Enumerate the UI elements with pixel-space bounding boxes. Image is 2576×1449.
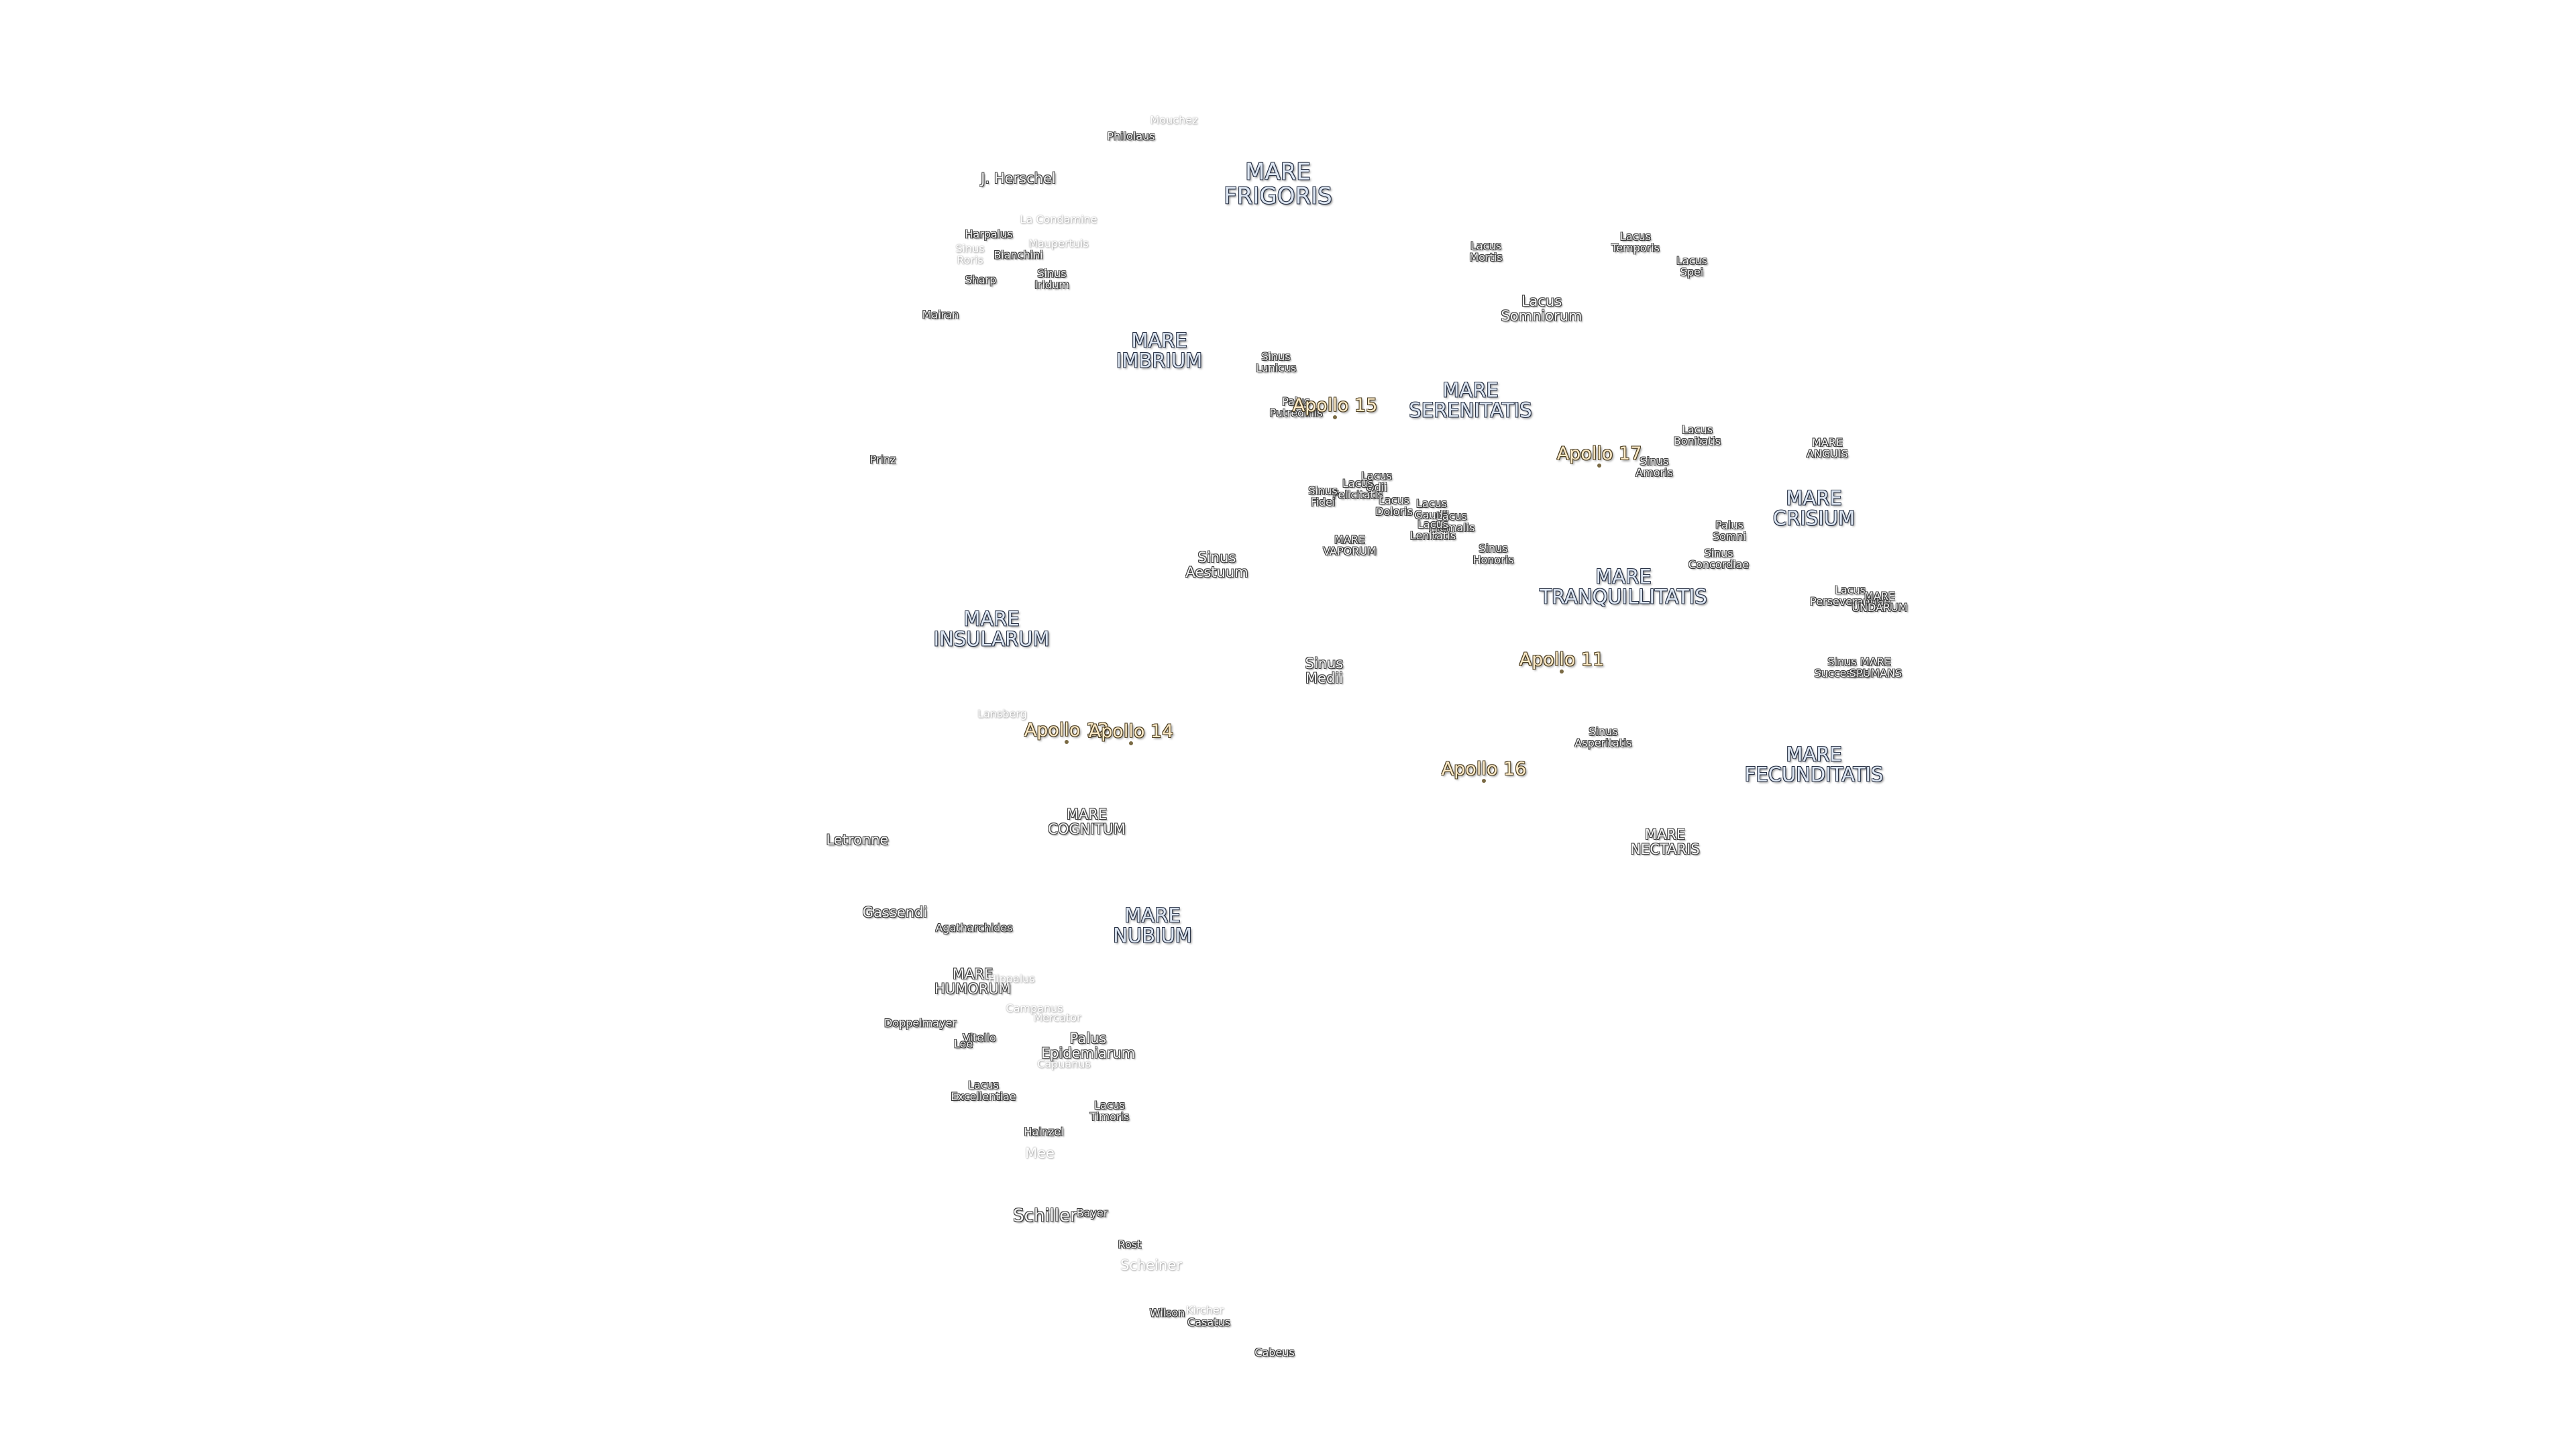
label-mare-nectaris[interactable]: MARE NECTARIS xyxy=(1630,826,1700,857)
label-apollo-16[interactable]: Apollo 16 xyxy=(1441,758,1527,780)
label-mercator[interactable]: Mercator xyxy=(1033,1011,1081,1024)
label-sinus-successus[interactable]: Sinus Successus xyxy=(1814,655,1870,680)
label-lacus-bonitatis[interactable]: Lacus Bonitatis xyxy=(1673,423,1721,447)
label-lacus-felicitatis[interactable]: Lacus Felicitatis xyxy=(1332,477,1383,501)
label-philolaus[interactable]: Philolaus xyxy=(1107,129,1155,143)
label-apollo-15[interactable]: Apollo 15 xyxy=(1292,394,1378,416)
label-mouchez[interactable]: Mouchez xyxy=(1150,113,1198,127)
label-bianchini[interactable]: Bianchini xyxy=(994,248,1043,262)
label-lacus-perseverantiae[interactable]: Lacus Perseverantiae xyxy=(1810,584,1890,608)
label-harpalus[interactable]: Harpalus xyxy=(965,227,1013,241)
label-palus-putredinis[interactable]: Palus Putredinis xyxy=(1269,395,1323,419)
label-mare-cognitum[interactable]: MARE COGNITUM xyxy=(1048,806,1126,837)
apollo-17-marker[interactable] xyxy=(1597,464,1601,468)
label-rost[interactable]: Rost xyxy=(1118,1238,1142,1251)
label-apollo-12[interactable]: Apollo 12 xyxy=(1024,719,1110,741)
label-mare-imbrium[interactable]: MARE IMBRIUM xyxy=(1116,329,1203,372)
label-sinus-roris[interactable]: Sinus Roris xyxy=(955,242,985,266)
label-mare-undarum[interactable]: MARE UNDARUM xyxy=(1851,590,1908,614)
label-sharp[interactable]: Sharp xyxy=(965,273,997,286)
label-capuanus[interactable]: Capuanus xyxy=(1037,1057,1091,1071)
label-gassendi[interactable]: Gassendi xyxy=(862,904,928,920)
label-campanus[interactable]: Campanus xyxy=(1006,1002,1063,1015)
label-mare-frigoris[interactable]: MARE FRIGORIS xyxy=(1224,158,1332,209)
label-sinus-iridum[interactable]: Sinus Iridum xyxy=(1034,267,1069,291)
apollo-12-marker[interactable] xyxy=(1065,740,1069,744)
label-vitello[interactable]: Vitello xyxy=(963,1031,996,1044)
apollo-14-marker[interactable] xyxy=(1129,741,1133,745)
label-sinus-aestuum[interactable]: Sinus Aestuum xyxy=(1185,549,1248,580)
label-mairan[interactable]: Mairan xyxy=(922,308,959,321)
label-bayer[interactable]: Bayer xyxy=(1076,1206,1108,1220)
label-mare-serenitatis[interactable]: MARE SERENITATIS xyxy=(1409,378,1532,422)
label-doppelmayer[interactable]: Doppelmayer xyxy=(884,1016,957,1030)
label-maupertuis[interactable]: Maupertuis xyxy=(1028,237,1089,250)
label-sinus-concordiae[interactable]: Sinus Concordiae xyxy=(1688,547,1750,571)
label-mare-anguis[interactable]: MARE ANGUIS xyxy=(1807,436,1848,460)
label-hainzel[interactable]: Hainzel xyxy=(1024,1125,1064,1138)
label-cabeus[interactable]: Cabeus xyxy=(1254,1346,1295,1359)
label-casatus[interactable]: Casatus xyxy=(1187,1316,1230,1329)
label-apollo-11[interactable]: Apollo 11 xyxy=(1519,649,1605,670)
label-schiller[interactable]: Schiller xyxy=(1013,1205,1077,1226)
label-agatharchides[interactable]: Agatharchides xyxy=(935,921,1013,934)
label-la-condamine[interactable]: La Condamine xyxy=(1020,213,1097,226)
label-wilson[interactable]: Wilson xyxy=(1149,1306,1185,1320)
label-sinus-fidei[interactable]: Sinus Fidei xyxy=(1308,484,1338,508)
label-lee[interactable]: Lee xyxy=(953,1037,973,1051)
label-apollo-17[interactable]: Apollo 17 xyxy=(1556,443,1642,464)
label-mare-crisium[interactable]: MARE CRISIUM xyxy=(1772,486,1856,530)
label-mare-fecunditatis[interactable]: MARE FECUNDITATIS xyxy=(1744,743,1884,786)
label-lansberg[interactable]: Lansberg xyxy=(977,707,1027,720)
label-lacus-odii[interactable]: Lacus Odii xyxy=(1361,470,1392,494)
apollo-15-marker[interactable] xyxy=(1333,415,1337,419)
label-lacus-timoris[interactable]: Lacus Timoris xyxy=(1089,1099,1130,1123)
label-scheiner[interactable]: Scheiner xyxy=(1120,1256,1182,1273)
label-mare-humorum[interactable]: MARE HUMORUM xyxy=(934,965,1011,997)
label-lacus-lenitatis[interactable]: Lacus Lenitatis xyxy=(1409,518,1456,542)
label-mare-nubium[interactable]: MARE NUBIUM xyxy=(1113,904,1192,947)
label-palus-epidemiarum[interactable]: Palus Epidemiarum xyxy=(1040,1030,1136,1061)
label-mare-spumans[interactable]: MARE SPUMANS xyxy=(1849,655,1902,680)
label-mare-vaporum[interactable]: MARE VAPORUM xyxy=(1323,533,1377,557)
label-j-herschel[interactable]: J. Herschel xyxy=(981,170,1056,186)
label-mare-insularum[interactable]: MARE INSULARUM xyxy=(933,607,1050,651)
label-lacus-gaudii[interactable]: Lacus Gaudii xyxy=(1414,497,1449,521)
apollo-11-marker[interactable] xyxy=(1560,669,1564,674)
label-sinus-asperitatis[interactable]: Sinus Asperitatis xyxy=(1574,725,1632,749)
label-lacus-mortis[interactable]: Lacus Mortis xyxy=(1469,239,1503,264)
label-lacus-doloris[interactable]: Lacus Doloris xyxy=(1375,494,1413,518)
label-letronne[interactable]: Letronne xyxy=(826,831,889,848)
label-hippalus[interactable]: Hippalus xyxy=(988,972,1035,985)
apollo-16-marker[interactable] xyxy=(1482,779,1486,783)
label-sinus-amoris[interactable]: Sinus Amoris xyxy=(1635,455,1673,479)
label-mee[interactable]: Mee xyxy=(1025,1144,1055,1161)
label-lacus-temporis[interactable]: Lacus Temporis xyxy=(1611,230,1660,254)
label-lacus-hiemalis[interactable]: Lacus Hiemalis xyxy=(1428,510,1475,534)
label-lacus-spei[interactable]: Lacus Spei xyxy=(1676,254,1707,278)
label-sinus-medii[interactable]: Sinus Medii xyxy=(1305,655,1344,686)
label-sinus-honoris[interactable]: Sinus Honoris xyxy=(1472,542,1514,566)
label-apollo-14[interactable]: Apollo 14 xyxy=(1088,720,1174,742)
label-palus-somni[interactable]: Palus Somni xyxy=(1712,519,1747,543)
label-prinz[interactable]: Prinz xyxy=(869,453,896,466)
label-mare-tranquillitatis[interactable]: MARE TRANQUILLITATIS xyxy=(1540,565,1707,608)
label-kircher[interactable]: Kircher xyxy=(1185,1303,1224,1317)
label-lacus-somniorum[interactable]: Lacus Somniorum xyxy=(1501,292,1582,324)
label-lacus-excellentiae[interactable]: Lacus Excellentiae xyxy=(951,1079,1016,1103)
label-sinus-lunicus[interactable]: Sinus Lunicus xyxy=(1255,350,1297,374)
